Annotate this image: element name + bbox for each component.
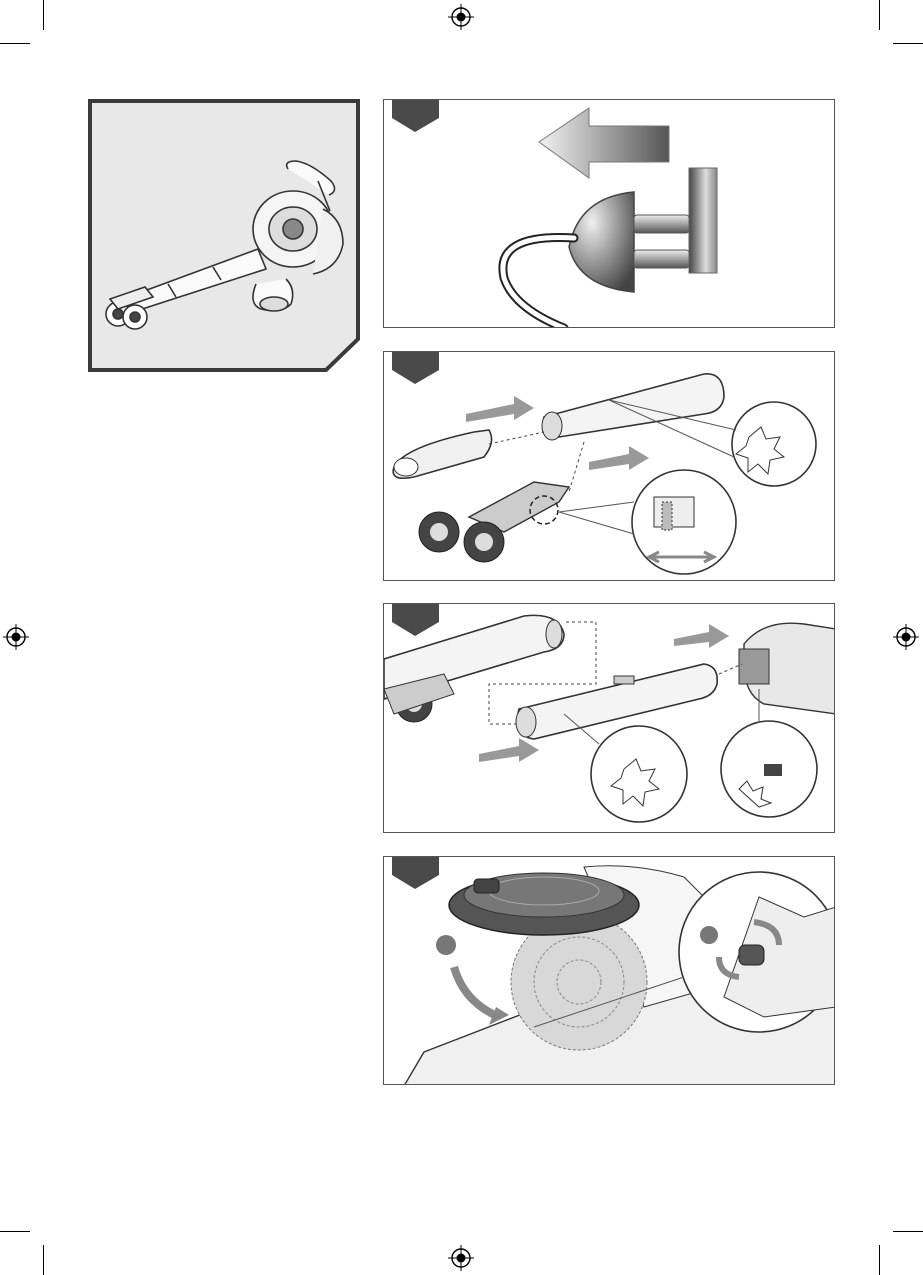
registration-mark-icon (448, 4, 474, 30)
plug-removal-arrow-icon (539, 108, 669, 178)
tube-connect-icon (384, 604, 835, 833)
nozzle-wheel-assembly-icon (384, 352, 835, 581)
crop-mark (879, 0, 880, 30)
step-panel-2 (383, 351, 835, 581)
overview-panel (88, 99, 360, 372)
crop-mark (893, 1231, 923, 1232)
registration-mark-icon (3, 624, 29, 650)
crop-mark (893, 43, 923, 44)
registration-mark-icon (893, 624, 919, 650)
unplug-icon (384, 100, 835, 328)
crop-mark (43, 1245, 44, 1275)
step-panel-1 (383, 99, 835, 328)
impeller-cover-rotate-icon (384, 857, 835, 1085)
registration-mark-icon (448, 1245, 474, 1271)
step-panel-3 (383, 603, 835, 833)
crop-mark (0, 43, 30, 44)
step-panel-4 (383, 856, 835, 1085)
crop-mark (43, 0, 44, 30)
crop-mark (0, 1231, 30, 1232)
crop-mark (879, 1245, 880, 1275)
